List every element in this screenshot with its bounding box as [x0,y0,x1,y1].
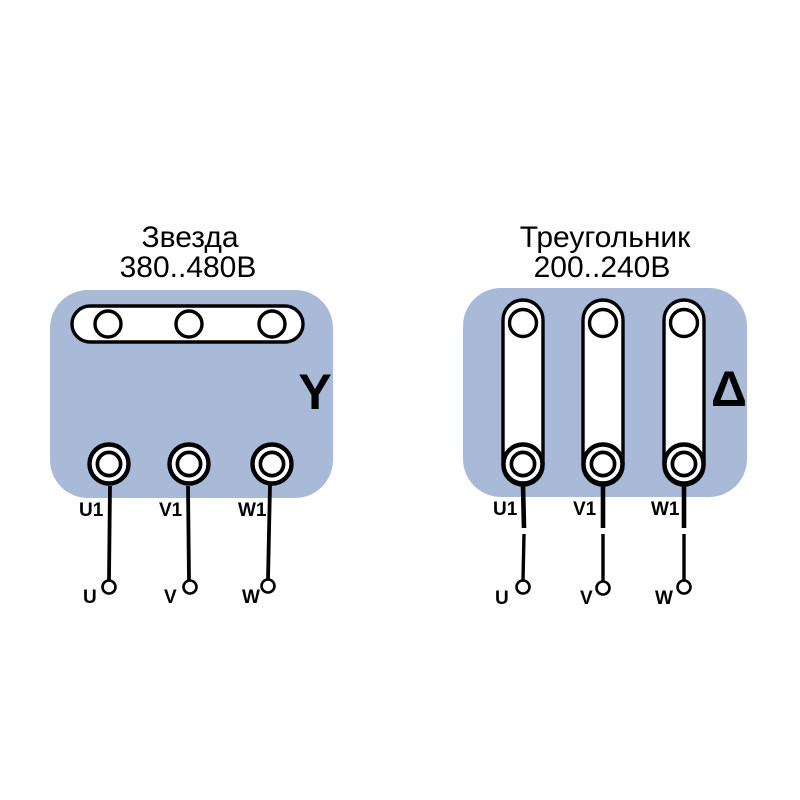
star-panel: Звезда 380..480В Y U1 V1 W [50,221,333,608]
delta-lead-endpoint-icon [676,579,692,595]
delta-lead-label-v: V [580,588,593,609]
delta-wire-u [521,533,526,581]
delta-symbol: Δ [711,361,747,417]
star-lead-label-w: W [242,587,260,608]
delta-lead-label-w: W [655,588,673,609]
delta-terminal-label-v1: V1 [573,499,597,520]
delta-wire-u [520,484,527,529]
delta-title: Треугольник [520,221,691,254]
delta-panel: Треугольник 200..240В Δ [463,221,747,609]
star-terminal-u1-icon [87,442,131,486]
delta-lead-label-u: U [495,588,509,609]
star-jumper-hole-icon [257,309,287,339]
star-symbol: Y [298,364,331,420]
star-lead-endpoint-icon [182,579,198,595]
star-terminal-w1-icon [250,442,294,486]
delta-terminal-label-w1: W1 [651,499,680,520]
delta-voltage-range: 200..240В [534,251,671,284]
star-jumper-hole-icon [93,309,123,339]
delta-terminal-u1-icon [501,442,545,486]
delta-jumper-hole-icon [507,307,539,339]
delta-lead-endpoint-icon [595,580,611,596]
star-lead-label-u: U [83,587,97,608]
delta-terminal-label-u1: U1 [493,499,518,520]
delta-terminal-w1-icon [662,442,706,486]
delta-lead-endpoint-icon [515,579,531,595]
star-voltage-range: 380..480В [120,251,257,284]
delta-jumper-hole-icon [587,307,619,339]
star-terminal-label-u1: U1 [79,500,104,521]
star-lead-endpoint-icon [101,579,117,595]
star-terminal-v1-icon [167,442,211,486]
star-wire-v [186,485,191,581]
star-wire-u [107,485,112,581]
star-jumper-hole-icon [174,309,204,339]
star-terminal-label-v1: V1 [159,500,183,521]
star-lead-endpoint-icon [260,578,276,594]
star-title: Звезда [141,221,238,254]
star-lead-label-v: V [164,587,177,608]
star-terminal-label-w1: W1 [238,500,267,521]
delta-jumper-hole-icon [668,307,700,339]
star-wire-w [266,484,272,581]
delta-terminal-v1-icon [581,442,625,486]
